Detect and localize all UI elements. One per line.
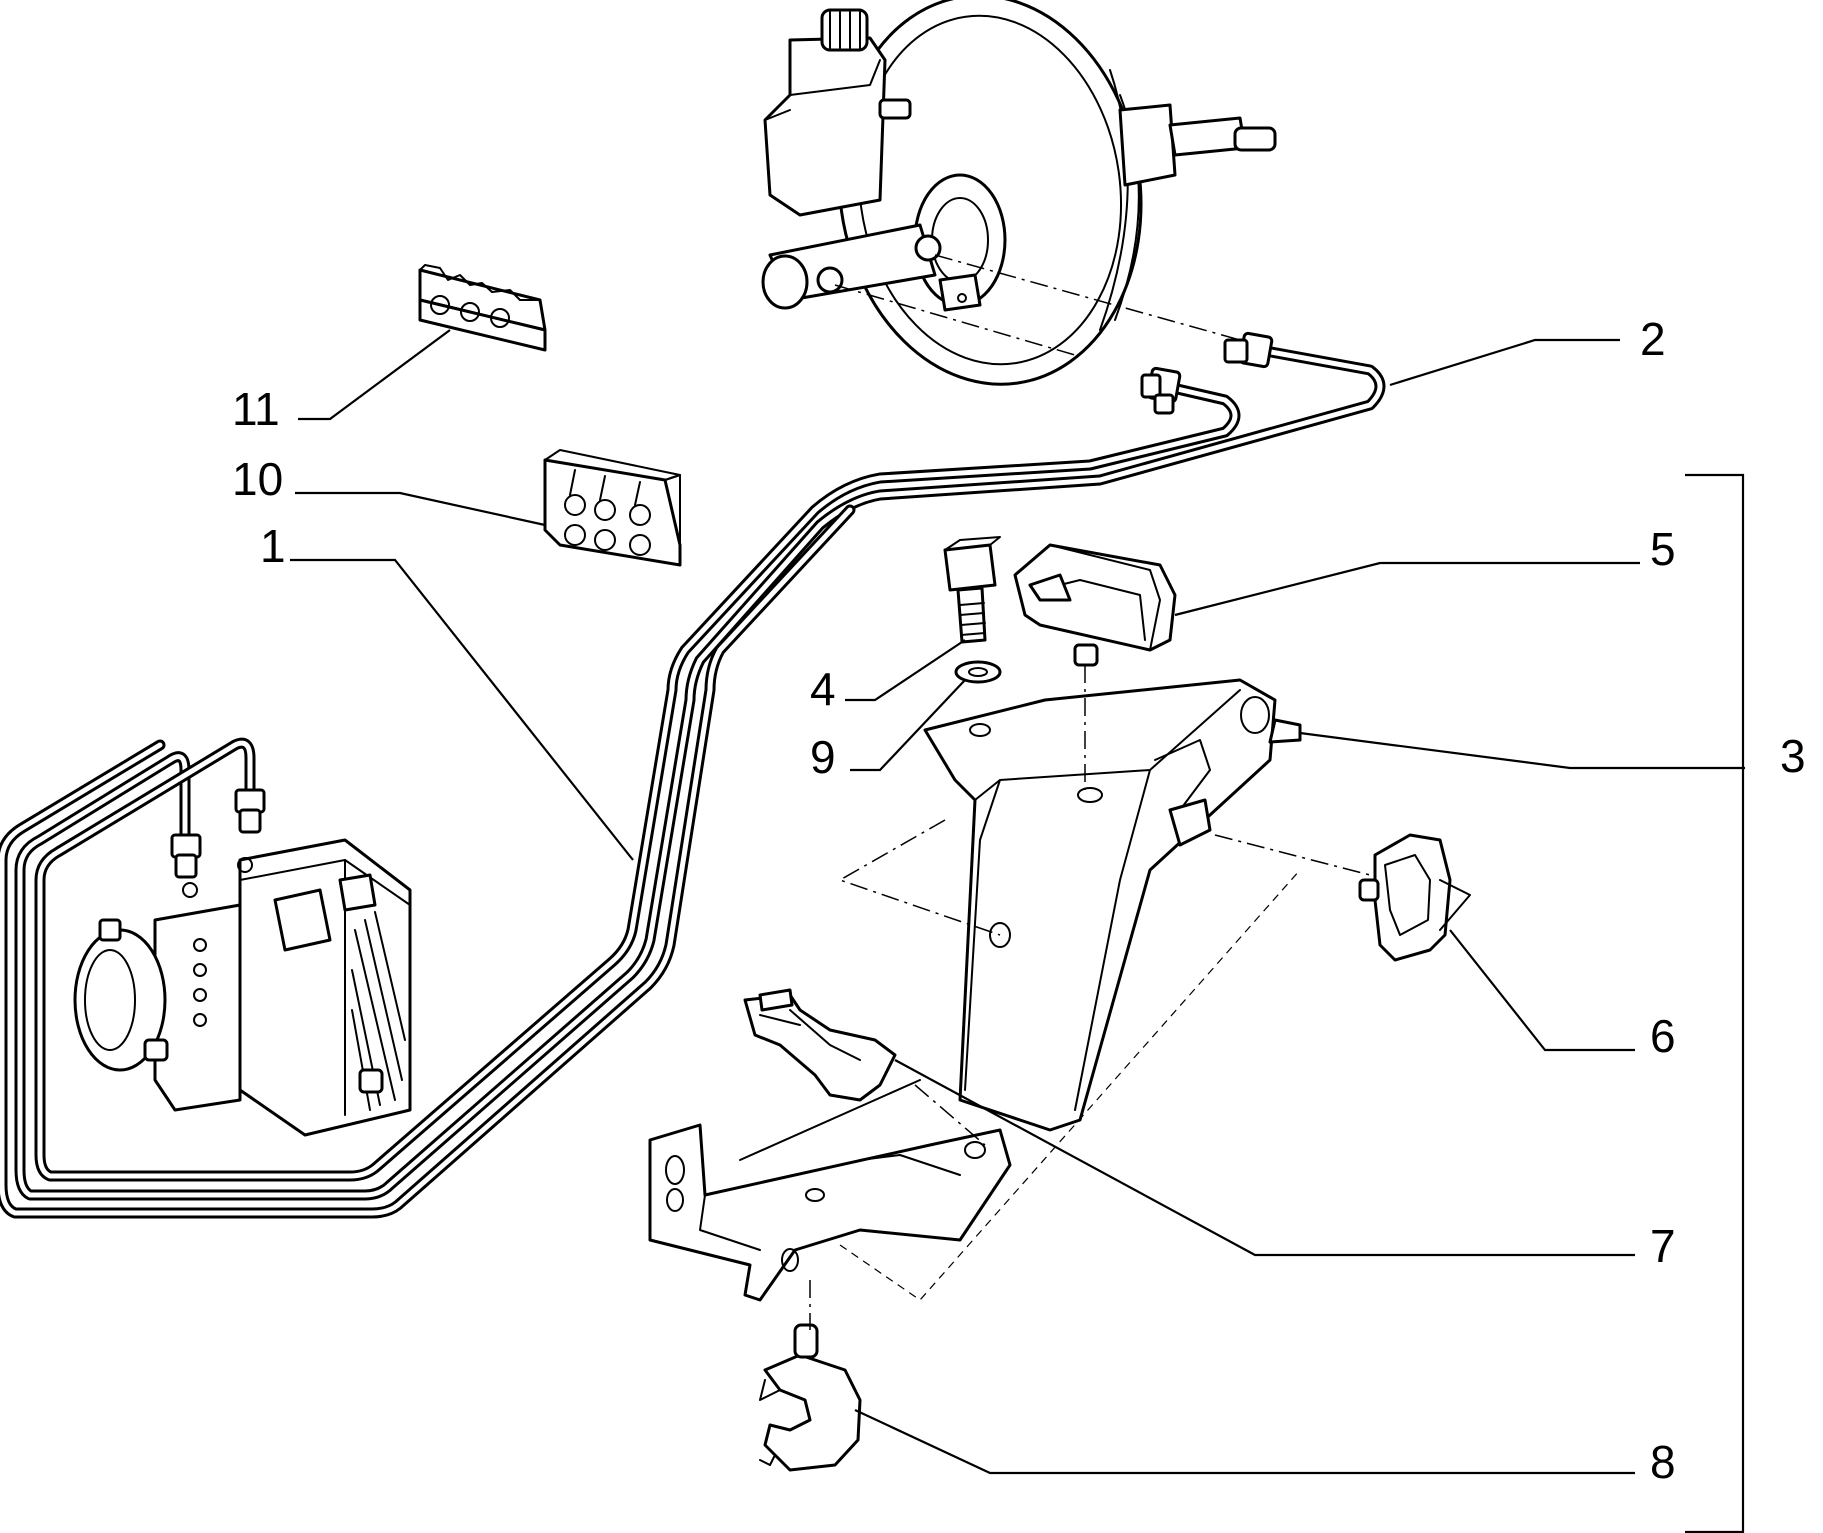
pipe-clip-6-way bbox=[543, 449, 682, 567]
callout-8: 8 bbox=[1650, 1436, 1676, 1488]
leader-6 bbox=[1449, 929, 1635, 1052]
leader-2 bbox=[1389, 338, 1620, 387]
callout-5: 5 bbox=[1650, 523, 1676, 575]
mounting-bracket bbox=[648, 678, 1302, 1302]
clip-lower bbox=[743, 988, 897, 1102]
leader-10 bbox=[295, 491, 546, 527]
leader-8 bbox=[854, 1409, 1635, 1475]
brake-pipe-3 bbox=[0, 504, 856, 1219]
brake-pipe-2 bbox=[14, 344, 1386, 1201]
abs-modulator bbox=[73, 838, 412, 1137]
leader-7 bbox=[894, 1059, 1635, 1257]
callout-2: 2 bbox=[1640, 313, 1666, 365]
callout-6: 6 bbox=[1650, 1010, 1676, 1062]
callout-11: 11 bbox=[232, 383, 280, 435]
leader-5 bbox=[1174, 561, 1640, 617]
leader-1 bbox=[290, 558, 634, 861]
callout-3: 3 bbox=[1780, 730, 1806, 782]
leader-11 bbox=[298, 329, 451, 421]
callout-7: 7 bbox=[1650, 1220, 1676, 1272]
clip-right bbox=[1358, 833, 1471, 962]
callout-9: 9 bbox=[810, 731, 836, 783]
leader-9 bbox=[850, 679, 966, 772]
callout-10: 10 bbox=[232, 453, 283, 505]
pipe-fitting-upper bbox=[1223, 331, 1274, 369]
pipe-fitting-lower bbox=[1140, 366, 1182, 415]
clip-bottom bbox=[759, 1323, 862, 1472]
leader-3 bbox=[1299, 731, 1745, 770]
brake-servo-assembly bbox=[761, 0, 1277, 386]
abs-port-fitting-left bbox=[170, 833, 202, 879]
leader-4 bbox=[845, 639, 966, 702]
abs-port-fitting-right bbox=[234, 788, 266, 834]
brake-pipe-1 bbox=[34, 379, 1241, 1182]
pipe-clip-3-way bbox=[418, 264, 547, 352]
callout-1: 1 bbox=[260, 520, 286, 572]
bolt bbox=[943, 536, 1001, 644]
callout-4: 4 bbox=[810, 663, 836, 715]
group-bracket bbox=[1685, 473, 1745, 1533]
washer bbox=[954, 660, 1002, 684]
clip-upper bbox=[1013, 543, 1177, 667]
